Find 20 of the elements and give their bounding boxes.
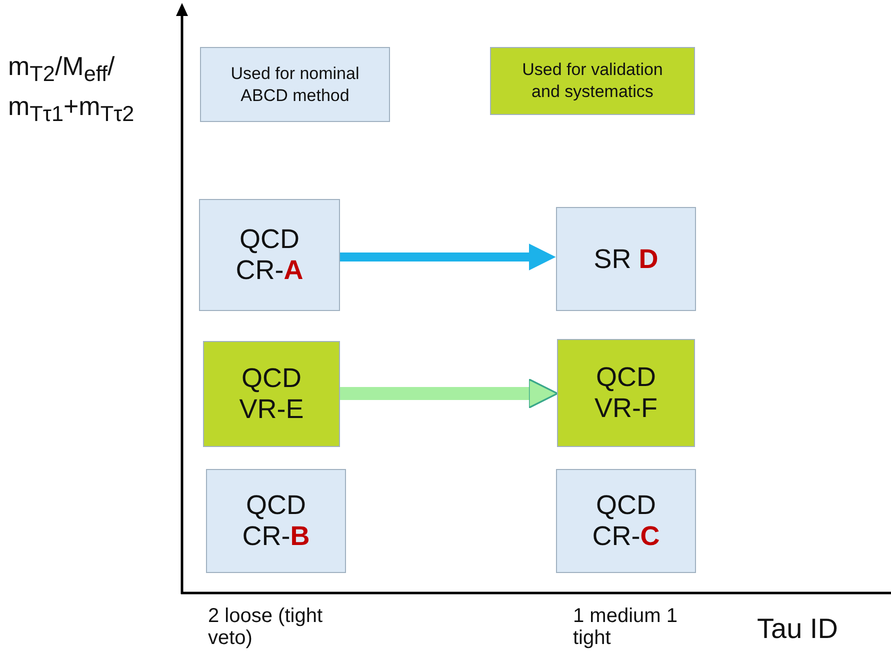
tick-label: 1 medium 1 tight [573,605,678,649]
region-box [206,469,346,573]
region-label: QCD CR-C [591,490,661,552]
region-box [199,199,340,311]
axis-title: m$_{T2}$/M$_{eff}$/ m$_{Tτ1}$+m$_{Tτ2}$ [8,50,136,128]
region-label: SR D [592,244,660,274]
region-label: QCD VR-F [594,362,658,424]
tick-label: 2 loose (tight veto) [208,605,323,649]
axis-title: Tau ID [757,613,839,645]
region-label: QCD CR-B [241,490,311,552]
region-box [203,341,340,447]
arrow [340,378,558,409]
region-label: QCD VR-E [238,363,305,425]
arrow [340,244,556,270]
legend-text: Used for validation and systematics [521,59,664,103]
region-box [556,469,696,573]
region-label: QCD CR-A [234,224,304,286]
region-box [557,339,695,447]
legend-text: Used for nominal ABCD method [230,62,360,106]
region-box [556,207,696,311]
